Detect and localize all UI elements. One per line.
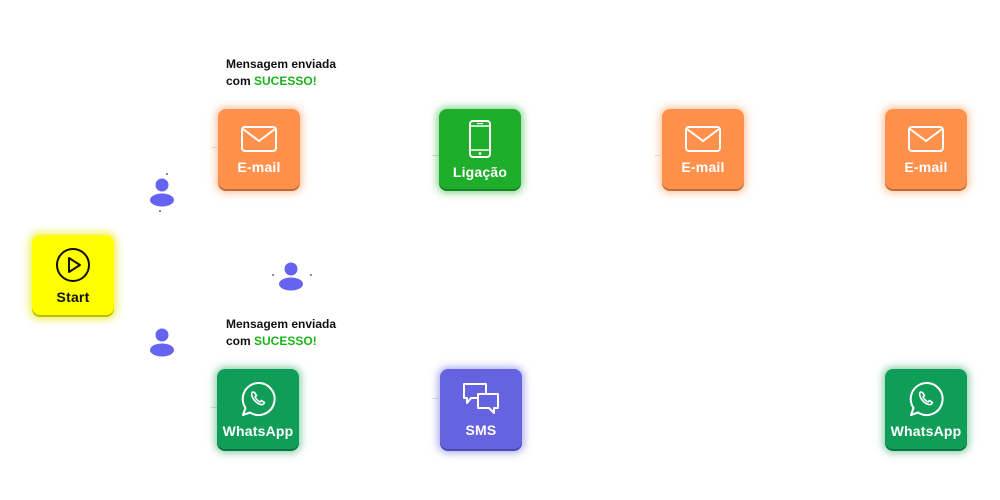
envelope-icon (908, 126, 944, 152)
play-circle-icon (56, 248, 90, 282)
node-label: WhatsApp (222, 423, 294, 439)
call-node[interactable]: Ligação (439, 109, 521, 191)
person-icon (149, 327, 175, 362)
smartphone-icon (469, 120, 491, 158)
envelope-icon (685, 126, 721, 152)
whatsapp-node[interactable]: WhatsApp (217, 369, 299, 451)
success-message: Mensagem enviada com SUCESSO! (226, 317, 337, 348)
email-node[interactable]: E-mail (218, 109, 300, 191)
node-label: E-mail (237, 159, 281, 175)
email-node[interactable]: E-mail (662, 109, 744, 191)
node-label: E-mail (904, 159, 948, 175)
node-label: SMS (465, 422, 497, 438)
node-label: WhatsApp (890, 423, 962, 439)
person-icon (278, 261, 304, 296)
whatsapp-icon (909, 381, 944, 416)
envelope-icon (241, 126, 277, 152)
person-icon (149, 177, 175, 212)
whatsapp-node[interactable]: WhatsApp (885, 369, 967, 451)
start-node[interactable]: Start (32, 235, 114, 317)
chat-bubbles-icon (463, 383, 499, 414)
start-label: Start (56, 289, 90, 305)
whatsapp-icon (241, 381, 276, 416)
success-status: SUCESSO! (254, 334, 317, 348)
node-label: Ligação (452, 164, 508, 180)
success-status: SUCESSO! (254, 74, 317, 88)
node-label: E-mail (681, 159, 725, 175)
success-message: Mensagem enviada com SUCESSO! (226, 57, 337, 88)
email-node[interactable]: E-mail (885, 109, 967, 191)
sms-node[interactable]: SMS (440, 369, 522, 451)
